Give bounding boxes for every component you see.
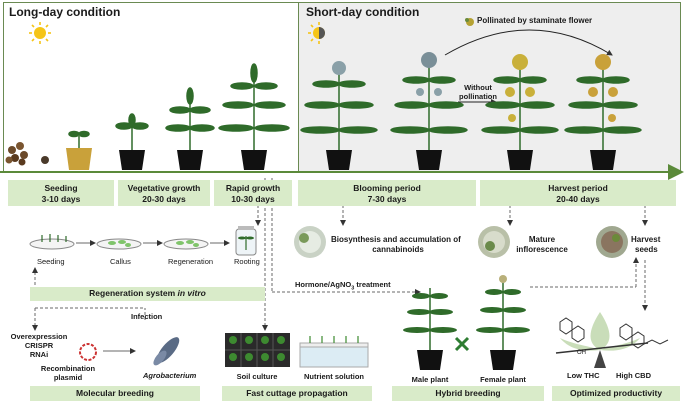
pollination-arc (444, 29, 613, 56)
short-day-title: Short-day condition (306, 5, 420, 19)
agrobacterium-label: Agrobacterium (143, 371, 197, 380)
method-label: CRISPR (24, 341, 54, 350)
half-sun-icon (308, 22, 325, 44)
bottom-band-hybrid (392, 386, 544, 401)
nutrient-tray-icon (299, 336, 369, 368)
stage-duration: 3-10 days (41, 194, 81, 204)
plant-row (68, 58, 642, 150)
flower-buds (332, 52, 618, 122)
regeneration-banner-text: Regeneration system in vitro (89, 288, 206, 298)
stage-band-harvest (480, 180, 676, 206)
balance-icon (555, 312, 669, 368)
cbd-label: High CBD (616, 371, 651, 380)
bottom-label-molecular: Molecular breeding (76, 388, 154, 398)
agrobacterium-icon (153, 337, 180, 366)
regen-step-label: Rooting (234, 257, 260, 266)
infection-label: Infection (131, 312, 163, 321)
regen-step-label: Regeneration (168, 257, 214, 266)
seed-photo (596, 226, 628, 258)
bottom-band-molecular (30, 386, 200, 401)
stage-duration: 7-30 days (367, 194, 407, 204)
without-pollination-label-1: Without (464, 83, 492, 92)
bud-photo-2 (478, 226, 510, 258)
stage-duration: 20-40 days (556, 194, 600, 204)
stage-name: Harvest period (548, 183, 608, 193)
stage-band-blooming (298, 180, 476, 206)
stage-name: Seeding (44, 183, 78, 193)
stage-duration: 10-30 days (231, 194, 275, 204)
sun-icon (29, 22, 51, 44)
method-label: RNAi (29, 350, 49, 359)
pot-row (66, 148, 616, 170)
plasmid-label-1: Recombination (40, 364, 96, 373)
stage-name: Blooming period (353, 183, 421, 193)
long-day-title: Long-day condition (9, 5, 121, 19)
male-plant-label: Male plant (411, 375, 449, 384)
seeds-icon (5, 142, 49, 166)
bottom-band-productivity (552, 386, 680, 401)
stage-band-rapid (214, 180, 292, 206)
female-plant-label: Female plant (480, 375, 526, 384)
bottom-label-cuttage: Fast cuttage propagation (246, 388, 348, 398)
stage-band-vegetative (118, 180, 210, 206)
plasmid-label-2: plasmid (53, 373, 83, 382)
stage-duration: 20-30 days (142, 194, 186, 204)
bottom-label-productivity: Optimized productivity (569, 388, 663, 398)
harvest-label-1: Harvest (631, 235, 661, 244)
regen-step-label: Seeding (37, 257, 65, 266)
soil-culture-label: Soil culture (236, 372, 278, 381)
thc-label: Low THC (567, 371, 600, 380)
method-label: Overexpression (10, 332, 68, 341)
stage-name: Rapid growth (225, 183, 281, 193)
bud-photo-1 (294, 226, 326, 258)
bottom-band-cuttage (222, 386, 372, 401)
regen-step-label: Callus (110, 257, 131, 266)
short-day-panel (298, 2, 681, 172)
mature-label-2: inflorescence (516, 245, 568, 254)
bottom-label-hybrid: Hybrid breeding (435, 388, 501, 398)
without-pollination-label-2: pollination (459, 92, 497, 101)
cross-icon (454, 336, 470, 352)
plasmid-icon (79, 343, 97, 361)
harvest-label-2: seeds (635, 245, 658, 254)
pollen-icon (465, 18, 474, 26)
rooting-jar-icon (235, 226, 257, 256)
soil-tray-icon (225, 333, 290, 367)
nutrient-solution-label: Nutrient solution (304, 372, 364, 381)
female-plant-icon (476, 275, 530, 370)
male-plant-icon (403, 288, 457, 370)
oh-label: OH (577, 350, 586, 356)
stage-band-seeding (8, 180, 114, 206)
mature-label-1: Mature (528, 235, 556, 244)
pollinated-label: Pollinated by staminate flower (477, 16, 593, 25)
biosynthesis-label-1: Biosynthesis and accumulation of (331, 235, 461, 244)
biosynthesis-label-2: cannabinoids (372, 245, 424, 254)
hormone-label: Hormone/AgNO3 treatment (295, 280, 391, 292)
stage-name: Vegetative growth (127, 183, 201, 193)
regeneration-banner (30, 287, 265, 301)
